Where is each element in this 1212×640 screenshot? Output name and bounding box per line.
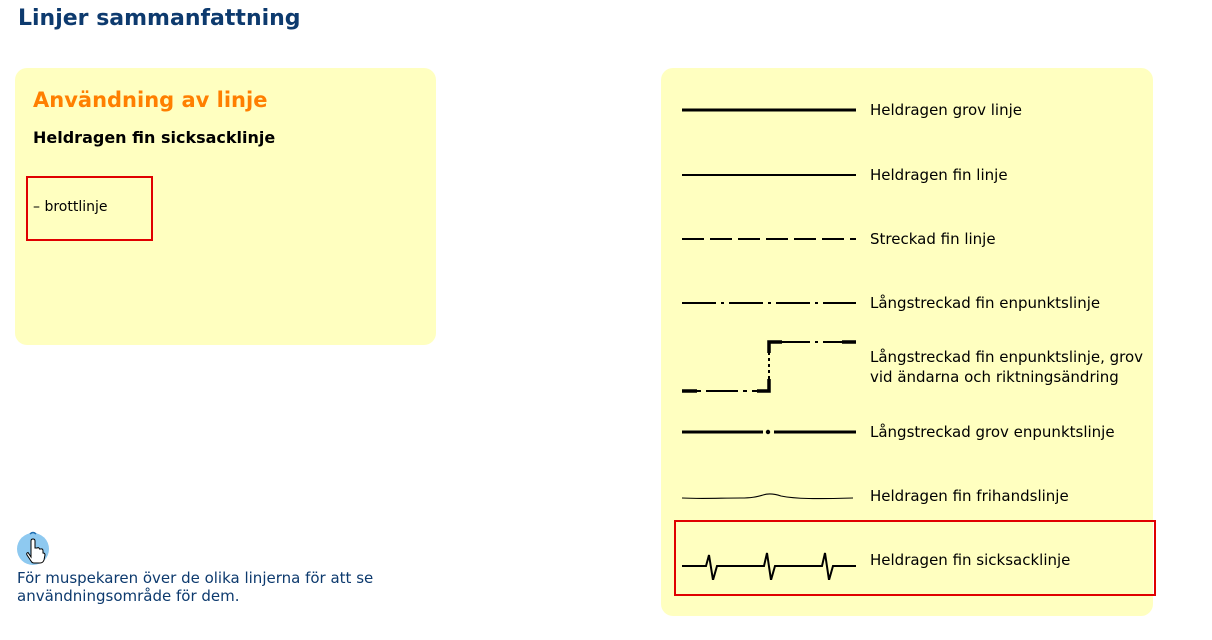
usage-heading: Användning av linje — [33, 88, 268, 112]
usage-item-highlight — [26, 176, 153, 241]
page-title: Linjer sammanfattning — [18, 6, 301, 31]
legend-item-heldragen-fin-frihandslinje[interactable]: Heldragen fin frihandslinje — [661, 482, 1153, 510]
legend-item-langstreckad-grov-enpunktslinje[interactable]: Långstreckad grov enpunktslinje — [661, 418, 1153, 446]
dash-dot-thick-ends-line-icon — [682, 340, 856, 393]
solid-thick-line-icon — [682, 108, 856, 112]
zigzag-line-icon — [682, 552, 856, 580]
dash-dot-thin-line-icon — [682, 302, 856, 304]
legend-item-langstreckad-fin-enpunktslinje[interactable]: Långstreckad fin enpunktslinje — [661, 289, 1153, 317]
legend-item-label: Streckad fin linje — [870, 230, 996, 248]
usage-panel: Användning av linje Heldragen fin sicksa… — [15, 68, 436, 345]
dashed-thin-line-icon — [682, 238, 856, 240]
freehand-line-icon — [681, 493, 854, 500]
hand-pointer-icon — [17, 531, 49, 565]
usage-item: – brottlinje — [33, 199, 108, 215]
solid-thin-line-icon — [682, 174, 856, 176]
legend-item-heldragen-grov-linje[interactable]: Heldragen grov linje — [661, 96, 1153, 124]
legend-panel: Heldragen grov linje Heldragen fin linje… — [661, 68, 1153, 616]
selected-legend-item-highlight — [674, 520, 1156, 596]
legend-item-label: Långstreckad fin enpunktslinje, grov vid… — [870, 348, 1144, 386]
legend-item-langstreckad-fin-enpunktslinje-grov-vid-andarna[interactable]: Långstreckad fin enpunktslinje, grov vid… — [661, 334, 1153, 394]
selected-line-name: Heldragen fin sicksacklinje — [33, 128, 276, 147]
dash-dot-thick-line-icon — [682, 429, 856, 435]
legend-item-heldragen-fin-sicksacklinje[interactable]: Heldragen fin sicksacklinje — [661, 538, 1153, 582]
legend-item-label: Heldragen fin sicksacklinje — [870, 551, 1071, 569]
legend-item-label: Långstreckad grov enpunktslinje — [870, 423, 1115, 441]
legend-item-label: Långstreckad fin enpunktslinje — [870, 294, 1101, 312]
legend-item-label: Heldragen grov linje — [870, 101, 1022, 119]
legend-item-label: Heldragen fin frihandslinje — [870, 487, 1069, 505]
hint-text: För muspekaren över de olika linjerna fö… — [17, 569, 374, 605]
legend-item-heldragen-fin-linje[interactable]: Heldragen fin linje — [661, 161, 1153, 189]
legend-item-label: Heldragen fin linje — [870, 166, 1008, 184]
legend-item-streckad-fin-linje[interactable]: Streckad fin linje — [661, 225, 1153, 253]
